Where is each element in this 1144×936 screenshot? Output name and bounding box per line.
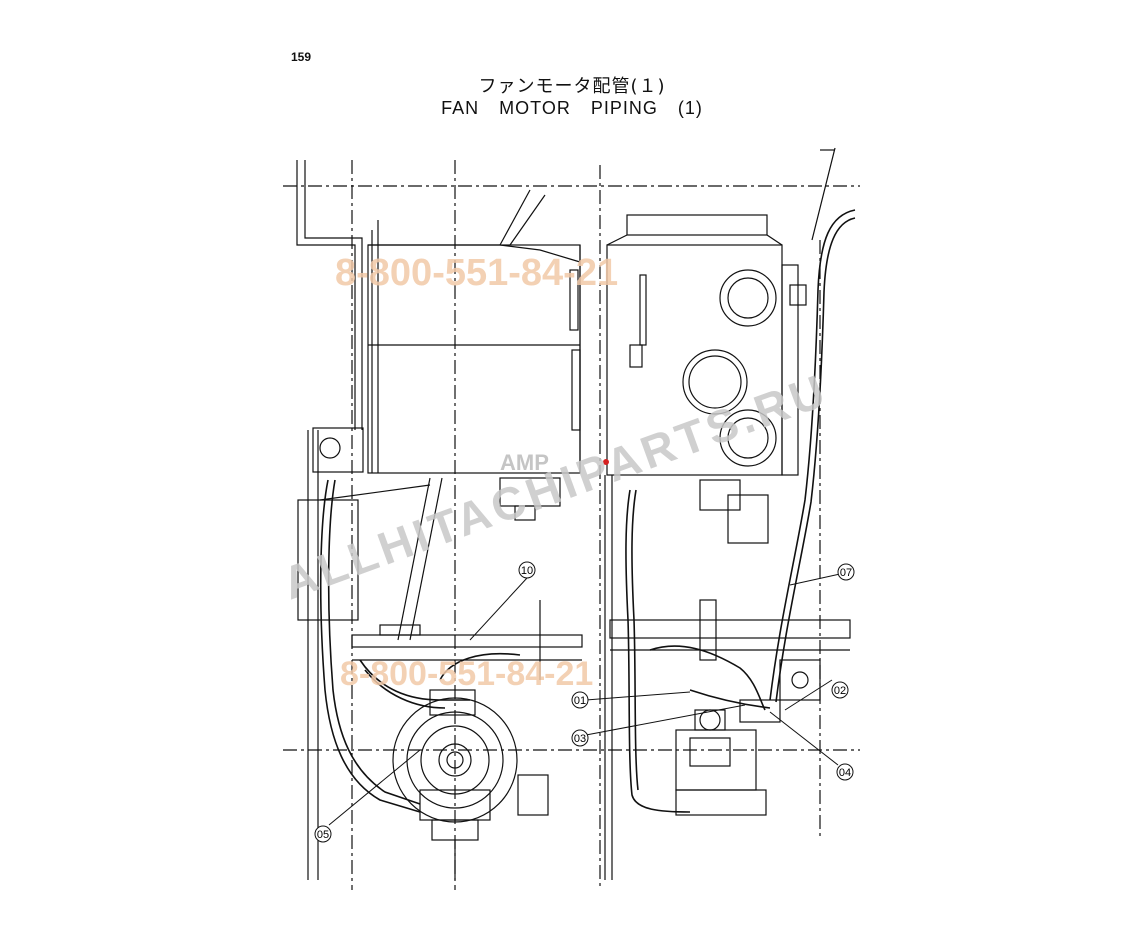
svg-text:07: 07 [840, 567, 852, 579]
red-marker [603, 459, 609, 465]
svg-text:04: 04 [839, 767, 851, 779]
callout-07: 07 [837, 563, 855, 581]
fan-motor-right [675, 599, 781, 816]
watermark-phone-bottom: 8-800-551-84-21 [340, 655, 593, 693]
title-english: FAN MOTOR PIPING (1) [441, 98, 703, 118]
left-frame [296, 160, 364, 880]
callout-04: 04 [836, 763, 854, 781]
svg-text:03: 03 [574, 733, 586, 745]
callout-03: 03 [571, 729, 589, 747]
svg-text:01: 01 [574, 695, 586, 707]
frame-braces [319, 477, 443, 641]
callout-02: 02 [831, 681, 849, 699]
watermark-logo: AMP [500, 450, 549, 475]
callout-10: 10 [518, 561, 536, 579]
fan-motor-left [392, 689, 549, 880]
callouts: 01 02 03 04 05 07 10 [314, 561, 855, 843]
radiator-cooler [606, 214, 807, 544]
page-number: 159 [291, 50, 312, 64]
leader-lines [328, 573, 841, 826]
svg-text:02: 02 [834, 685, 846, 697]
svg-text:05: 05 [317, 829, 329, 841]
svg-text:10: 10 [521, 565, 533, 577]
hydraulic-tank [367, 189, 581, 521]
left-crossmember [351, 600, 583, 680]
right-hoses [625, 209, 856, 813]
watermark-phone-top: 8-800-551-84-21 [335, 252, 618, 294]
watermark-site: ALLHITACHIPARTS.RU [276, 363, 835, 609]
title-japanese: ファンモータ配管(１) [478, 76, 666, 97]
callout-01: 01 [571, 691, 589, 709]
callout-05: 05 [314, 825, 332, 843]
